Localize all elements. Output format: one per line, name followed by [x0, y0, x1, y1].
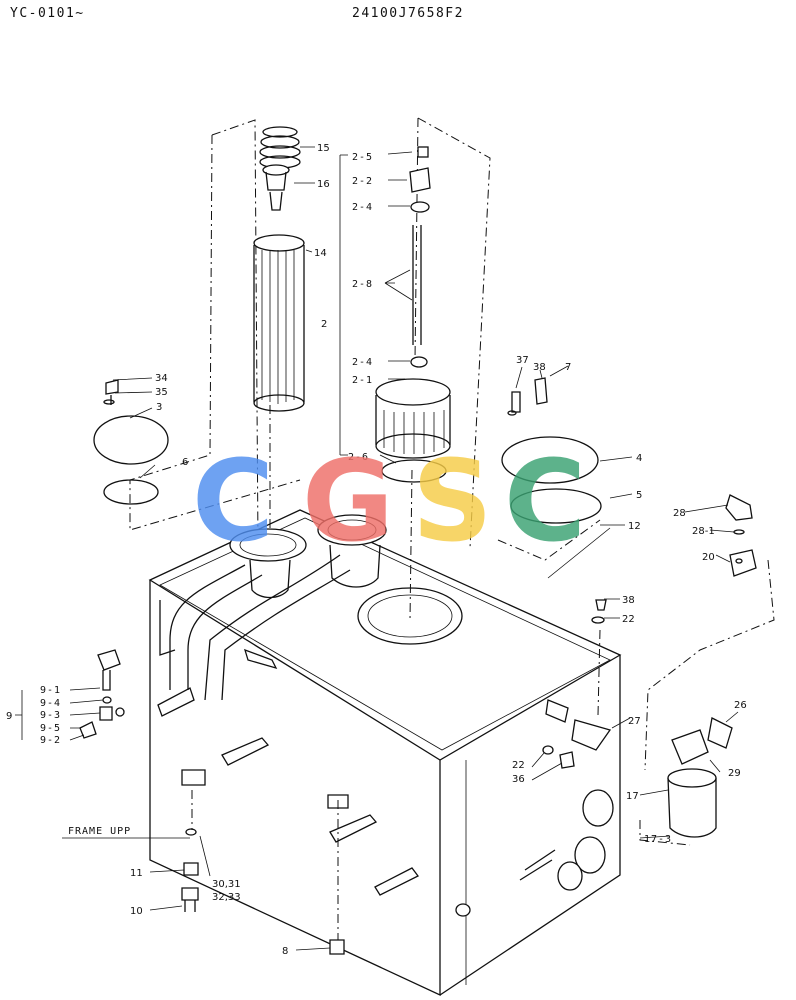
- callout-38a: 38: [533, 362, 546, 373]
- callout-9-3: 9-3: [40, 710, 61, 721]
- callout-9: 9: [6, 711, 12, 722]
- callout-17-3: 17-3: [644, 834, 672, 845]
- callout-2: 2: [321, 319, 327, 330]
- callout-36: 36: [512, 774, 525, 785]
- callout-9-5: 9-5: [40, 723, 61, 734]
- callout-38b: 38: [622, 595, 635, 606]
- callout-27: 27: [628, 716, 641, 727]
- hydraulic-tank: [148, 509, 622, 997]
- callout-2-8: 2-8: [352, 279, 373, 290]
- callout-15: 15: [317, 143, 330, 154]
- callout-20: 20: [702, 552, 715, 563]
- callout-29: 29: [728, 768, 741, 779]
- callout-9-1: 9-1: [40, 685, 61, 696]
- callout-26: 26: [734, 700, 747, 711]
- suction-filter-parts: [93, 146, 602, 524]
- callout-16: 16: [317, 179, 330, 190]
- callout-4: 4: [636, 453, 642, 464]
- callout-5: 5: [636, 490, 642, 501]
- fitting-parts: [79, 494, 757, 955]
- callout-2-4b: 2-4: [352, 357, 373, 368]
- callout-30-31: 30,31: [212, 879, 241, 890]
- watermark-letter-4: C: [504, 437, 586, 567]
- watermark: C G S C: [192, 437, 586, 567]
- callout-35: 35: [155, 387, 168, 398]
- callout-10: 10: [130, 906, 143, 917]
- callout-7: 7: [565, 362, 571, 373]
- callout-28: 28: [673, 508, 686, 519]
- callout-9-4: 9-4: [40, 698, 61, 709]
- drawing-number: 24100J7658F2: [352, 6, 464, 21]
- callout-32-33: 32,33: [212, 892, 241, 903]
- callout-12: 12: [628, 521, 641, 532]
- callout-6: 6: [182, 457, 188, 468]
- callout-2-5: 2-5: [352, 152, 373, 163]
- return-filter-parts: [253, 126, 305, 412]
- callout-11: 11: [130, 868, 143, 879]
- callout-9-2: 9-2: [40, 735, 61, 746]
- watermark-letter-1: C: [192, 437, 274, 567]
- leader-lines: [15, 146, 739, 951]
- frame-upp-label: FRAME UPP: [68, 826, 131, 837]
- callout-22b: 22: [512, 760, 525, 771]
- callout-8: 8: [282, 946, 288, 957]
- callout-3: 3: [156, 402, 162, 413]
- callout-2-2: 2-2: [352, 176, 373, 187]
- callout-28-1: 28-1: [692, 526, 715, 537]
- callout-22a: 22: [622, 614, 635, 625]
- watermark-letter-2: G: [302, 437, 394, 567]
- callout-2-1: 2-1: [352, 375, 373, 386]
- part-callouts: 15 16 14 2-5 2-2 2-4 2-8 2 2-4 2-1 2-6 3…: [6, 143, 747, 957]
- callout-14: 14: [314, 248, 327, 259]
- watermark-letter-3: S: [412, 437, 493, 567]
- callout-37: 37: [516, 355, 529, 366]
- callout-34: 34: [155, 373, 168, 384]
- callout-2-4a: 2-4: [352, 202, 373, 213]
- callout-2-6: 2-6: [348, 452, 369, 463]
- callout-17: 17: [626, 791, 639, 802]
- model-range-code: YC-0101~: [10, 6, 85, 21]
